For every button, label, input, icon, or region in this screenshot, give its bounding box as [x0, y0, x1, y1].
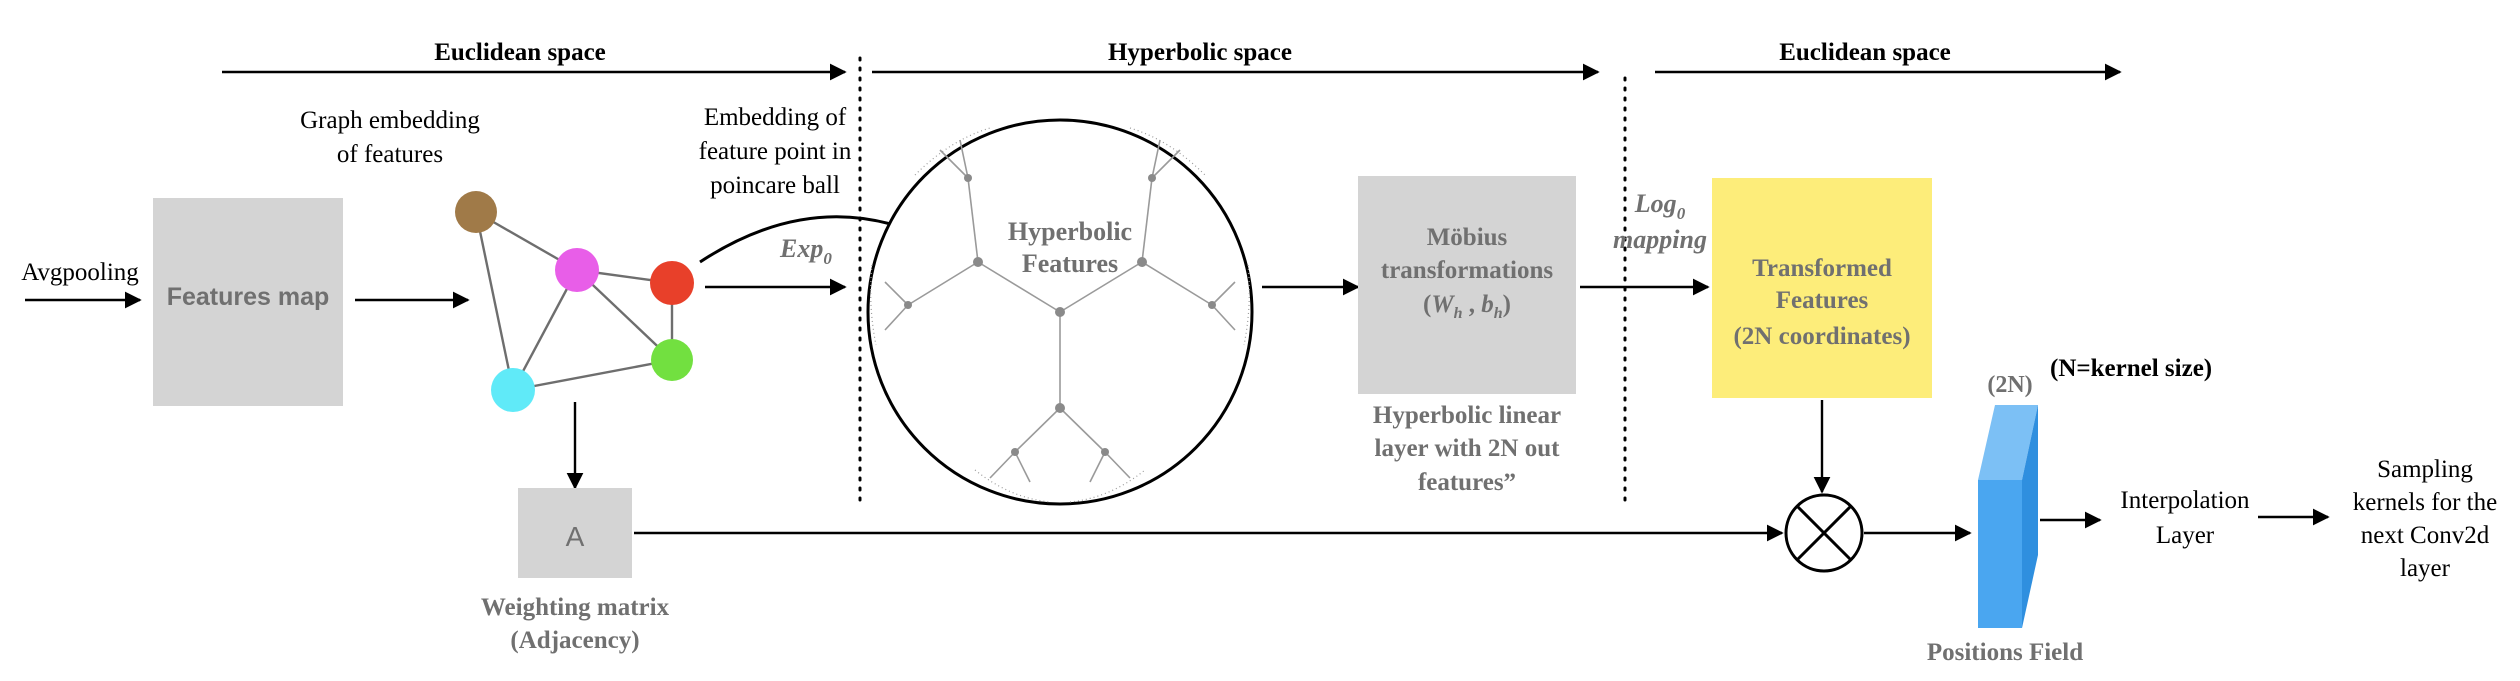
label-embedding-note-2: feature point in [699, 138, 852, 165]
graph-edge [512, 358, 673, 392]
label-transformed-3: (2N coordinates) [1733, 323, 1910, 350]
hyperbolic-tree [884, 139, 1236, 483]
label-weighting-matrix-1: Weighting matrix [481, 594, 670, 621]
label-features-map: Features map [167, 283, 330, 311]
poincare-ball: Hyperbolic Features [866, 118, 1254, 506]
label-mobius-1: Möbius [1427, 224, 1508, 251]
label-avgpooling: Avgpooling [21, 259, 139, 286]
label-embedding-note-3: poincare ball [710, 172, 840, 199]
label-euclidean-space-right: Euclidean space [1779, 39, 1951, 66]
mobius-box [1358, 176, 1576, 394]
hyperbolic-tree-nodes [904, 174, 1216, 456]
label-sampling-1: Sampling [2377, 456, 2473, 483]
label-hyperbolic-features-2: Features [1022, 249, 1118, 278]
transformed-features-box [1712, 178, 1932, 398]
positions-field-slab [1978, 405, 2038, 628]
label-interpolation-2: Layer [2156, 522, 2215, 549]
label-sampling-4: layer [2400, 555, 2451, 582]
label-log-map: Log0 [1634, 189, 1686, 223]
hyperbolic-fringe [870, 127, 1250, 503]
label-adjacency-symbol: A [566, 521, 585, 552]
label-2n: (2N) [1987, 372, 2032, 398]
graph-edges [474, 210, 674, 392]
label-interpolation-1: Interpolation [2120, 487, 2250, 514]
graph-node-green [651, 339, 693, 381]
label-graph-embedding-1: Graph embedding [300, 107, 480, 134]
graph-edge [511, 269, 579, 391]
graph-node-magenta [555, 248, 599, 292]
label-hyperbolic-features-1: Hyperbolic [1008, 217, 1132, 246]
label-positions-field: Positions Field [1927, 639, 2083, 666]
label-embedding-note-1: Embedding of [704, 104, 847, 131]
label-log-mapping: mapping [1613, 225, 1707, 254]
label-transformed-1: Transformed [1752, 255, 1892, 282]
label-hyperbolic-linear-2: layer with 2N out [1375, 435, 1561, 462]
graph-node-cyan [491, 368, 535, 412]
label-exp-map: Exp0 [779, 234, 832, 268]
label-graph-embedding-2: of features [337, 141, 443, 168]
graph-edge [474, 211, 515, 391]
features-map-box [153, 198, 343, 406]
circled-times-icon [1784, 493, 1864, 573]
label-hyperbolic-linear-1: Hyperbolic linear [1373, 402, 1561, 429]
graph-node-brown [455, 191, 497, 233]
label-kernel-size: (N=kernel size) [2050, 355, 2212, 382]
label-hyperbolic-linear-3: features” [1418, 469, 1516, 496]
label-weighting-matrix-2: (Adjacency) [510, 627, 639, 654]
graph-node-red [650, 261, 694, 305]
label-transformed-2: Features [1776, 287, 1869, 314]
label-mobius-2: transformations [1381, 257, 1553, 284]
label-sampling-2: kernels for the [2353, 489, 2497, 516]
adjacency-box [518, 488, 632, 578]
label-sampling-3: next Conv2d [2361, 522, 2490, 549]
label-euclidean-space-left: Euclidean space [434, 39, 606, 66]
label-hyperbolic-space: Hyperbolic space [1108, 39, 1292, 66]
label-mobius-params: (Wh , bh) [1423, 291, 1511, 322]
